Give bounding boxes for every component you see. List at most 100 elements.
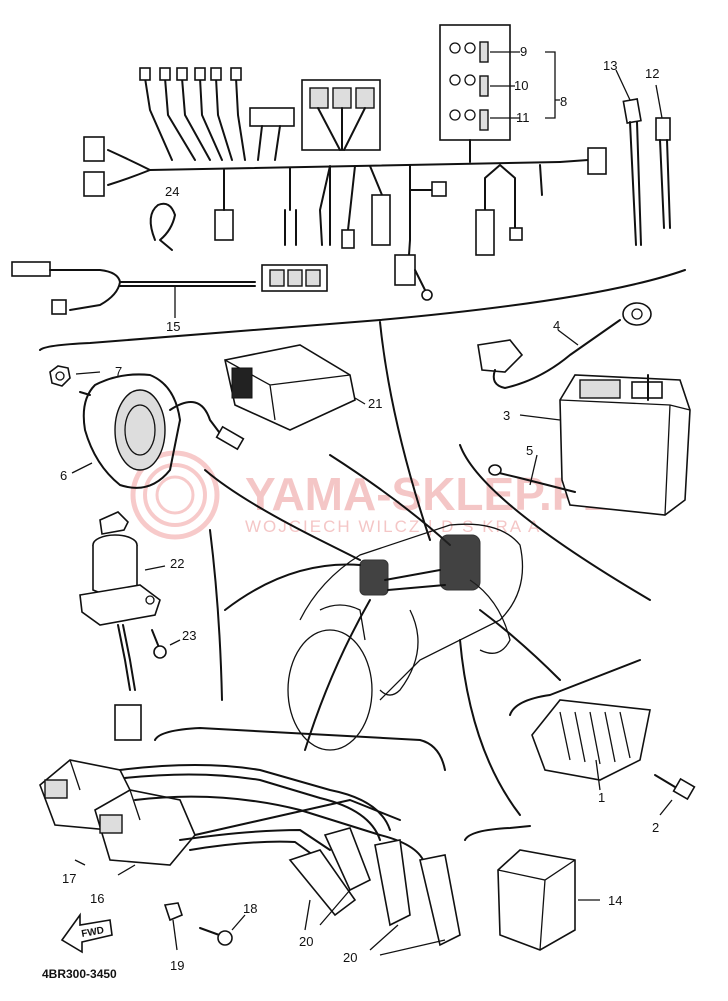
part-label-1: 1	[598, 790, 605, 805]
watermark: YAMA-SKLEP.PL WOJCIECH WILCZ | D S KRA A	[130, 450, 611, 540]
leader-2	[659, 799, 673, 816]
sub-connector-left	[11, 261, 51, 277]
leader-21	[354, 397, 366, 405]
leader-1	[595, 759, 601, 791]
sub-connector-bottom	[51, 299, 67, 315]
nut-19	[163, 902, 183, 922]
fuse-box	[439, 24, 560, 163]
battery-top-block	[579, 379, 621, 399]
part-label-17: 17	[62, 871, 76, 886]
horn-6-inner	[124, 404, 156, 456]
motorcycle-outline	[287, 523, 524, 751]
leader-19	[172, 919, 178, 951]
fuse-slot	[449, 42, 461, 54]
watermark-logo	[130, 450, 220, 540]
switch-connector	[114, 704, 142, 741]
horn-6-body	[82, 373, 181, 489]
part-label-16: 16	[90, 891, 104, 906]
part-label-14: 14	[608, 893, 622, 908]
lead-6	[235, 77, 246, 161]
bolt-23-head	[153, 645, 167, 659]
leader-22	[144, 565, 166, 571]
sub-harness-15	[11, 261, 328, 318]
pointer-cdi	[329, 454, 451, 546]
connector-center-right	[371, 194, 391, 246]
cable-tie-12-strap	[659, 139, 671, 229]
plug-c	[355, 87, 375, 109]
pointer-main-switch	[209, 529, 223, 701]
lead-5	[215, 77, 233, 161]
part-label-2: 2	[652, 820, 659, 835]
relay-edges	[497, 859, 576, 951]
switch-wire-edge	[122, 624, 136, 691]
bike-body	[299, 523, 524, 701]
watermark-main-text: YAMA-SKLEP.PL	[245, 468, 611, 520]
part-label-7: 7	[115, 364, 122, 379]
part-label-13: 13	[603, 58, 617, 73]
forward-arrow-label: FWD	[81, 925, 105, 940]
small-connector	[431, 181, 447, 197]
lead-2	[164, 77, 196, 161]
clamp-24	[149, 202, 176, 251]
leader-4	[557, 329, 579, 346]
part-label-20a: 20	[299, 934, 313, 949]
plug-cap-4	[419, 854, 461, 947]
part-label-3: 3	[503, 408, 510, 423]
cdi-socket	[231, 367, 253, 399]
engine-line	[379, 609, 419, 696]
relay-14	[464, 825, 600, 951]
connector-left-upper	[83, 136, 105, 162]
lead-cable-c	[179, 829, 331, 851]
part-label-11: 11	[516, 110, 530, 125]
lead-cable-a-edge	[124, 773, 381, 841]
section-divider	[39, 269, 686, 351]
ignition-coils	[39, 759, 461, 956]
ground-lead	[414, 269, 426, 291]
rear-line	[469, 579, 511, 654]
part-label-6: 6	[60, 468, 67, 483]
leader-23	[169, 639, 181, 646]
switch-key	[99, 511, 129, 535]
part-label-5: 5	[526, 443, 533, 458]
bracket-hole	[145, 595, 155, 605]
cluster-leads	[257, 125, 281, 161]
tie-leaders	[615, 69, 663, 119]
drop-right	[484, 164, 516, 231]
horn-assembly	[49, 365, 245, 489]
leaders-20	[304, 889, 446, 956]
switch-bracket	[79, 584, 161, 626]
eye-hole	[631, 308, 643, 320]
fuse-11	[479, 109, 489, 131]
front-wheel	[287, 629, 373, 751]
cable-5-eye	[488, 464, 502, 476]
lead-cable-b	[134, 795, 426, 866]
coil-16-terminal	[99, 814, 123, 834]
main-harness-group	[83, 67, 607, 301]
rectifier-body	[531, 699, 651, 781]
arrow-lead	[539, 164, 543, 196]
fuse-slot	[449, 109, 461, 121]
connector-cluster	[359, 559, 389, 596]
coil-edges	[69, 759, 141, 821]
terminal-1	[139, 67, 151, 81]
fuse-slot	[464, 74, 476, 86]
fairing-line	[319, 604, 366, 641]
battery-assembly	[477, 302, 691, 516]
part-label-23: 23	[182, 628, 196, 643]
terminal-5	[210, 67, 222, 81]
terminal-3	[176, 67, 188, 81]
pointer-switch	[224, 563, 361, 611]
fuse-bracket	[545, 51, 560, 119]
plug-a	[309, 87, 329, 109]
horn-6-face	[114, 389, 166, 471]
leader-6	[71, 462, 93, 474]
part-label-10: 10	[514, 78, 528, 93]
plug-cap-1	[288, 849, 357, 917]
fuse-slot	[464, 42, 476, 54]
leader-7	[75, 371, 101, 375]
part-label-4: 4	[553, 318, 560, 333]
cable-ties	[615, 69, 671, 246]
part-labels: 1 2 3 4 5 6 7 8 9 10 11 12 13 14 15 16 1…	[60, 44, 659, 973]
branch-left-upper	[107, 149, 151, 171]
pin-block	[305, 269, 321, 287]
